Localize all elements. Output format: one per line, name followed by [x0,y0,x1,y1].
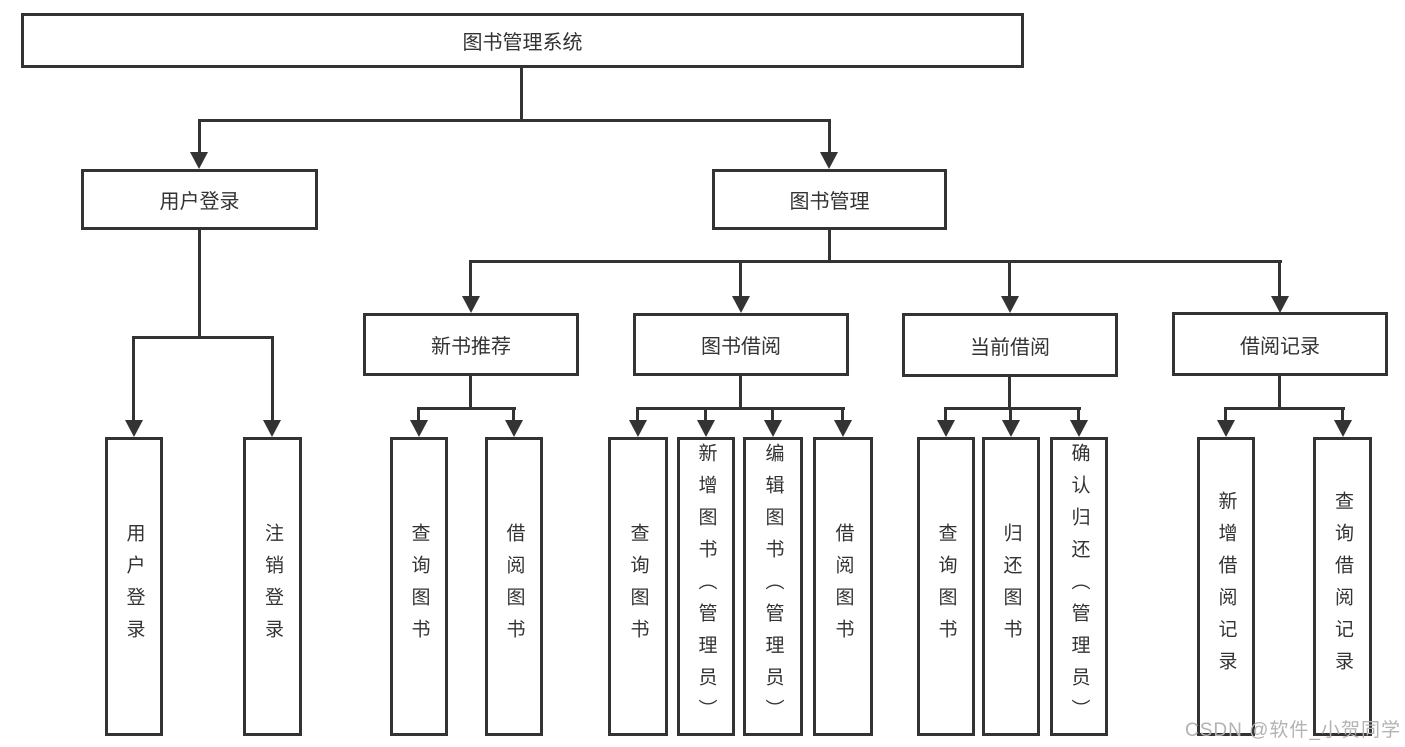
leaf-logout-label: 注销登录 [262,522,283,651]
leaf-bw-query-books-label: 查询图书 [627,522,649,651]
section-borrow-box: 图书借阅 [633,313,849,376]
arrow-shaft-book-mgmt [828,119,831,154]
section-current-box: 当前借阅 [902,313,1118,377]
arrow-head-sec-borrow [732,296,750,313]
arrow-shaft-leaf-logout [271,336,274,422]
arrow-head-sec-new-books [462,296,480,313]
arrow-head-user-login [190,152,208,169]
root-node-label: 图书管理系统 [462,32,583,54]
arrow-head-nb-borrow [505,420,523,437]
connector-book-mgmt-drop [828,230,831,263]
arrow-head-sec-current [1001,296,1019,313]
branch-user-login-label: 用户登录 [159,191,240,213]
arrow-head-leaf-logout [263,420,281,437]
connector-user-login-drop [198,230,201,339]
leaf-nb-query-books-box: 查询图书 [390,437,448,736]
arrow-shaft-rec-add [1224,407,1227,422]
branch-user-login-box: 用户登录 [81,169,318,230]
leaf-bw-edit-books-box: 编辑图书（管理员） [743,437,803,736]
arrow-shaft-rec-query [1341,407,1344,422]
arrow-shaft-sec-new-books [469,260,472,298]
connector-borrow-rail [636,407,845,410]
arrow-shaft-cur-return [1009,407,1012,422]
leaf-rec-add-record-box: 新增借阅记录 [1197,437,1255,736]
leaf-logout-box: 注销登录 [243,437,302,736]
arrow-head-book-mgmt [820,152,838,169]
arrow-head-bw-borrow [834,420,852,437]
arrow-shaft-bw-borrow [841,407,844,422]
leaf-nb-query-books-label: 查询图书 [408,522,430,651]
leaf-cur-return-books-box: 归还图书 [982,437,1040,736]
arrow-head-sec-records [1271,296,1289,313]
leaf-rec-query-record-label: 查询借阅记录 [1332,490,1353,683]
arrow-shaft-leaf-login [132,336,135,422]
connector-current-drop [1008,377,1011,410]
arrow-shaft-sec-borrow [739,260,742,298]
connector-records-drop [1278,376,1281,410]
leaf-user-login-label: 用户登录 [123,522,145,651]
connector-user-login-rail [132,336,274,339]
leaf-rec-query-record-box: 查询借阅记录 [1313,437,1372,736]
arrow-shaft-nb-query [417,407,420,422]
connector-level3-rail [469,260,1282,263]
leaf-bw-edit-books-label: 编辑图书（管理员） [762,442,784,731]
arrow-shaft-user-login [198,119,201,154]
arrow-shaft-sec-current [1008,260,1011,298]
arrow-shaft-cur-confirm [1077,407,1080,422]
leaf-cur-query-books-label: 查询图书 [935,522,957,651]
arrow-head-nb-query [410,420,428,437]
arrow-head-bw-query [629,420,647,437]
leaf-cur-confirm-return-box: 确认归还（管理员） [1050,437,1108,736]
section-current-label: 当前借阅 [970,336,1050,359]
connector-new-books-rail [417,407,516,410]
section-records-box: 借阅记录 [1172,312,1388,376]
arrow-head-cur-confirm [1070,420,1088,437]
leaf-user-login-box: 用户登录 [105,437,163,736]
arrow-shaft-bw-query [636,407,639,422]
section-records-label: 借阅记录 [1240,335,1320,358]
arrow-head-bw-add [697,420,715,437]
csdn-watermark: CSDN @软件_小贺同学 [1185,720,1401,741]
connector-new-books-drop [469,376,472,410]
leaf-cur-return-books-label: 归还图书 [1000,522,1022,651]
leaf-bw-query-books-box: 查询图书 [608,437,668,736]
leaf-cur-query-books-box: 查询图书 [917,437,975,736]
branch-book-mgmt-box: 图书管理 [712,169,947,230]
section-new-books-label: 新书推荐 [431,336,511,358]
connector-level2-rail [198,119,831,122]
arrow-head-leaf-login [125,420,143,437]
arrow-shaft-sec-records [1278,260,1281,298]
connector-current-rail [944,407,1081,410]
section-new-books-box: 新书推荐 [363,313,579,376]
leaf-nb-borrow-books-box: 借阅图书 [485,437,543,736]
arrow-head-rec-query [1334,420,1352,437]
arrow-head-cur-return [1002,420,1020,437]
arrow-shaft-bw-edit [771,407,774,422]
leaf-rec-add-record-label: 新增借阅记录 [1215,490,1237,683]
leaf-cur-confirm-return-label: 确认归还（管理员） [1068,442,1090,731]
arrow-shaft-bw-add [704,407,707,422]
connector-records-rail [1224,407,1345,410]
arrow-head-bw-edit [764,420,782,437]
leaf-bw-add-books-label: 新增图书（管理员） [695,442,717,731]
leaf-bw-borrow-books-box: 借阅图书 [813,437,873,736]
connector-borrow-drop [739,376,742,410]
leaf-bw-borrow-books-label: 借阅图书 [832,522,854,651]
arrow-head-rec-add [1217,420,1235,437]
arrow-head-cur-query [937,420,955,437]
arrow-shaft-cur-query [944,407,947,422]
leaf-nb-borrow-books-label: 借阅图书 [503,522,525,651]
section-borrow-label: 图书借阅 [701,336,781,358]
root-node-box: 图书管理系统 [21,13,1024,68]
arrow-shaft-nb-borrow [512,407,515,422]
connector-root-drop [520,68,523,122]
branch-book-mgmt-label: 图书管理 [789,191,870,213]
leaf-bw-add-books-box: 新增图书（管理员） [677,437,735,736]
